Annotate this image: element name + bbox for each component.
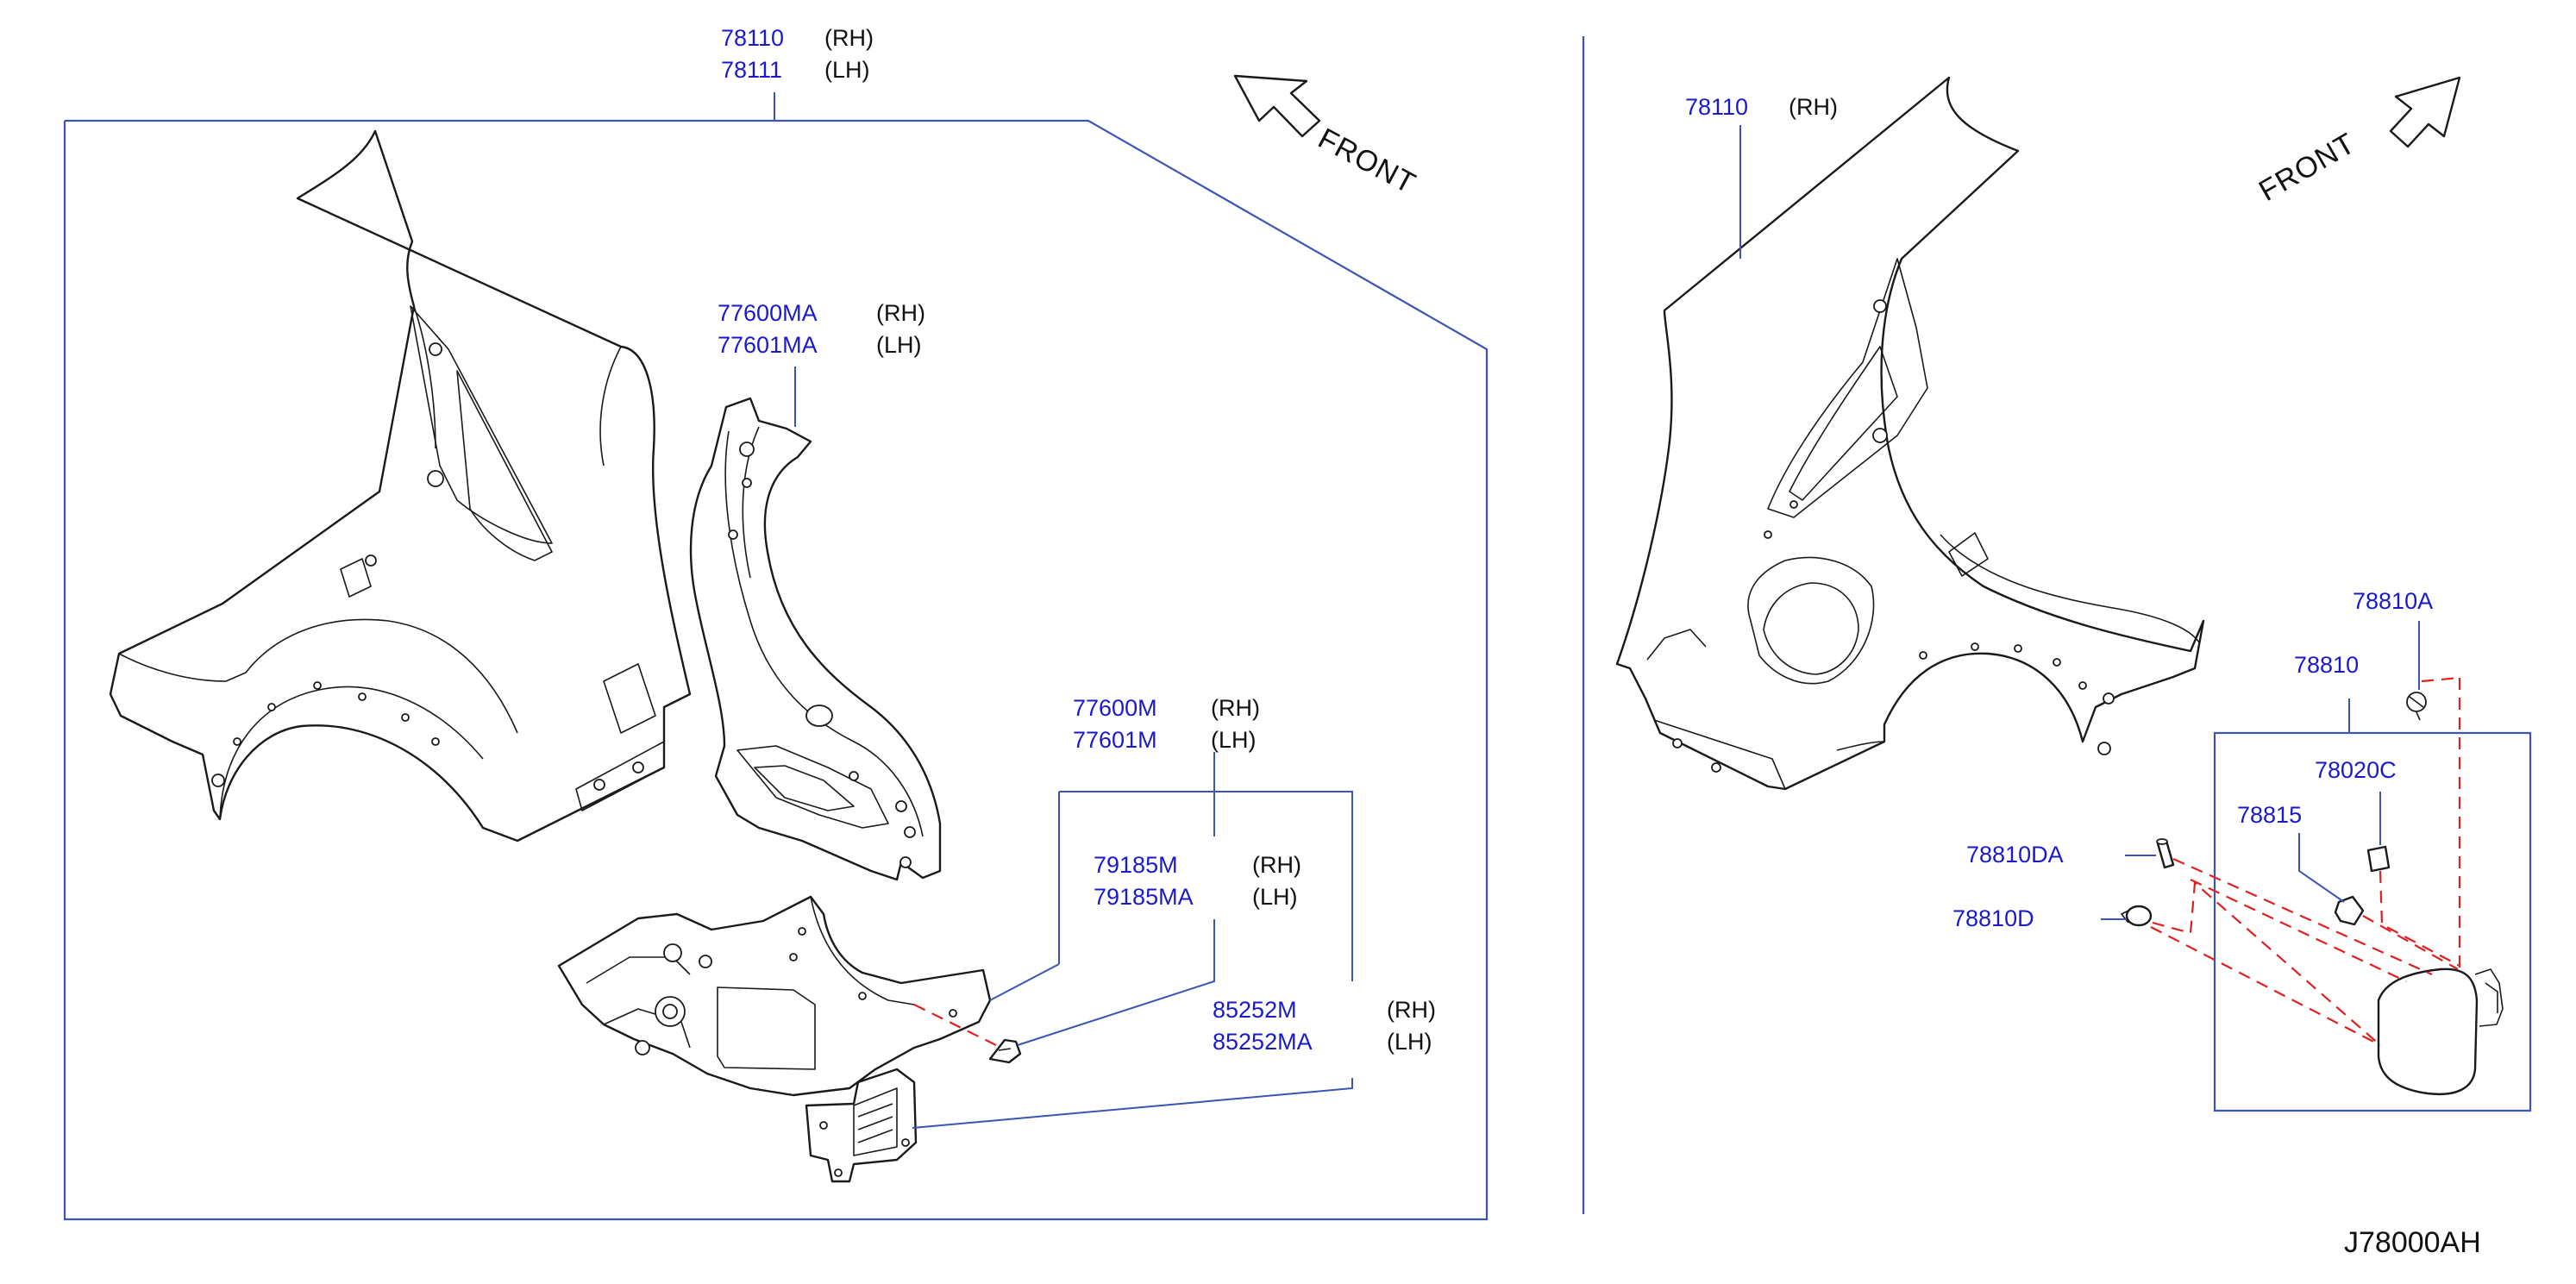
label-77601M-side: (LH) (1211, 727, 1257, 753)
label-78110-left-side: (RH) (824, 25, 874, 51)
left-group-frame (63, 92, 1489, 1221)
label-85252MA-side: (LH) (1387, 1029, 1432, 1055)
label-78020C: 78020C (2315, 757, 2397, 783)
label-78110-right-side: (RH) (1789, 94, 1838, 120)
label-78810DA: 78810DA (1966, 842, 2064, 867)
label-77601M: 77601M (1073, 727, 1157, 753)
front-arrow-left-icon: FRONT (1233, 74, 1421, 201)
assembly-dash-right (2150, 676, 2461, 1046)
label-78810D: 78810D (1952, 905, 2034, 931)
fuel-filler-lid[interactable] (2377, 968, 2504, 1096)
front-label-right: FRONT (2253, 127, 2361, 208)
label-85252M: 85252M (1213, 997, 1297, 1023)
labels-left: 78110 (RH) 78111 (LH) 77600MA (RH) 77601… (718, 25, 1436, 1055)
front-arrow-right-icon: FRONT (2253, 76, 2461, 208)
label-79185MA: 79185MA (1094, 884, 1194, 910)
label-77600MA: 77600MA (718, 300, 818, 326)
label-78815: 78815 (2237, 802, 2302, 828)
small-bracket[interactable] (988, 1038, 1022, 1064)
front-label-left: FRONT (1313, 122, 1421, 201)
rear-fender-left[interactable] (109, 129, 692, 842)
fuel-lid-group-frame (2213, 731, 2532, 1112)
label-85252M-side: (RH) (1387, 997, 1436, 1023)
label-77601MA-side: (LH) (876, 332, 922, 358)
inner-panel-upper[interactable] (689, 397, 942, 881)
label-79185M-side: (RH) (1252, 852, 1301, 878)
bumper-78810D[interactable] (2121, 905, 2153, 927)
label-78111: 78111 (721, 57, 782, 83)
label-79185MA-side: (LH) (1252, 884, 1298, 910)
leader-lines-right (1739, 125, 2420, 920)
label-85252MA: 85252MA (1213, 1029, 1313, 1055)
leader-lines-left (794, 366, 1353, 1129)
label-77600M-side: (RH) (1211, 695, 1260, 721)
label-78111-side: (LH) (824, 57, 870, 83)
assembly-dash-left (913, 1004, 997, 1046)
pin-78810DA[interactable] (2156, 838, 2175, 869)
label-78810: 78810 (2294, 652, 2359, 678)
label-77601MA: 77601MA (718, 332, 818, 358)
clip-78020C[interactable] (2366, 845, 2391, 873)
clip-78815[interactable] (2334, 895, 2365, 926)
label-78110-left: 78110 (721, 25, 784, 51)
labels-right: 78110 (RH) 78810A 78810 78020C 78815 788… (1685, 94, 2433, 931)
screw-78810A[interactable] (2406, 692, 2427, 721)
rear-fender-right[interactable] (1615, 76, 2205, 791)
wheelhouse-panel[interactable] (557, 895, 992, 1097)
label-77600MA-side: (RH) (876, 300, 925, 326)
label-78810A: 78810A (2353, 588, 2433, 614)
label-79185M: 79185M (1094, 852, 1178, 878)
diagram-code: J78000AH (2344, 1226, 2481, 1259)
bumper-bracket[interactable] (805, 1068, 918, 1183)
label-78110-right: 78110 (1685, 94, 1748, 120)
label-77600M: 77600M (1073, 695, 1157, 721)
